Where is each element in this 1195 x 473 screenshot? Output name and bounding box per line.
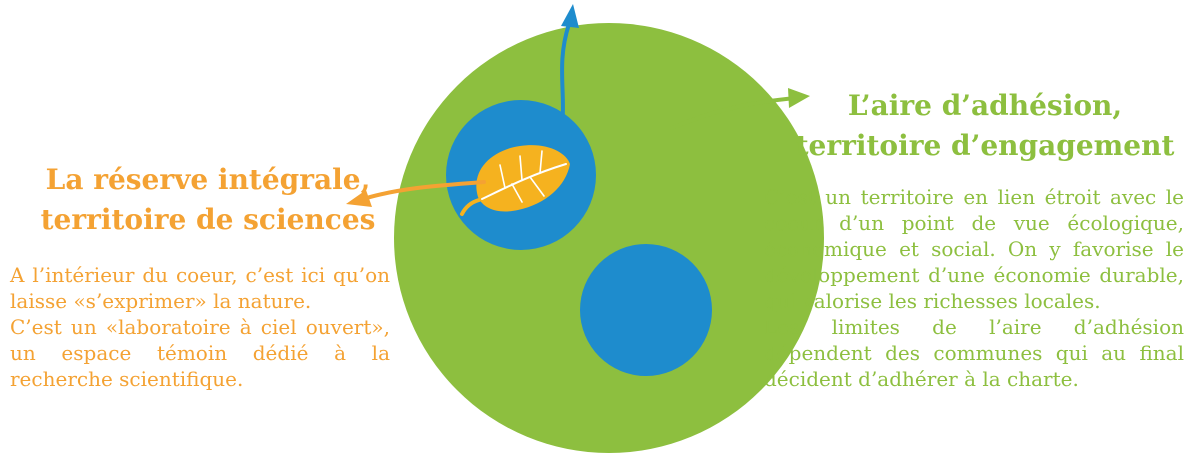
reserve-paragraph-1: A l’intérieur du coeur, c’est ici qu’on … xyxy=(10,263,390,313)
adhesion-area-circle xyxy=(394,23,824,453)
leaf-icon xyxy=(460,145,570,216)
reserve-title-line-2: territoire de sciences xyxy=(40,203,376,236)
reserve-paragraph-2: C’est un «laboratoire à ciel ouvert», un… xyxy=(10,315,390,391)
reserve-title: La réserve intégrale, territoire de scie… xyxy=(8,160,408,240)
adhesion-paragraph-1: C’est un territoire en lien étroit avec … xyxy=(764,185,1184,313)
reserve-description: A l’intérieur du coeur, c’est ici qu’on … xyxy=(10,262,390,392)
adhesion-title-line-1: L’aire d’adhésion, xyxy=(847,89,1123,122)
adhesion-arrow xyxy=(670,88,810,130)
reserve-title-line-1: La réserve intégrale, xyxy=(45,163,371,196)
adhesion-title: L’aire d’adhésion, territoire d’engageme… xyxy=(780,86,1190,166)
adhesion-description: C’est un territoire en lien étroit avec … xyxy=(764,184,1184,392)
reserve-arrow xyxy=(346,180,486,207)
adhesion-title-line-2: territoire d’engagement xyxy=(795,129,1175,162)
upward-arrow xyxy=(560,4,579,130)
core-circle-lower xyxy=(580,244,712,376)
adhesion-paragraph-2: Les limites de l’aire d’adhésion dépende… xyxy=(764,315,1184,391)
